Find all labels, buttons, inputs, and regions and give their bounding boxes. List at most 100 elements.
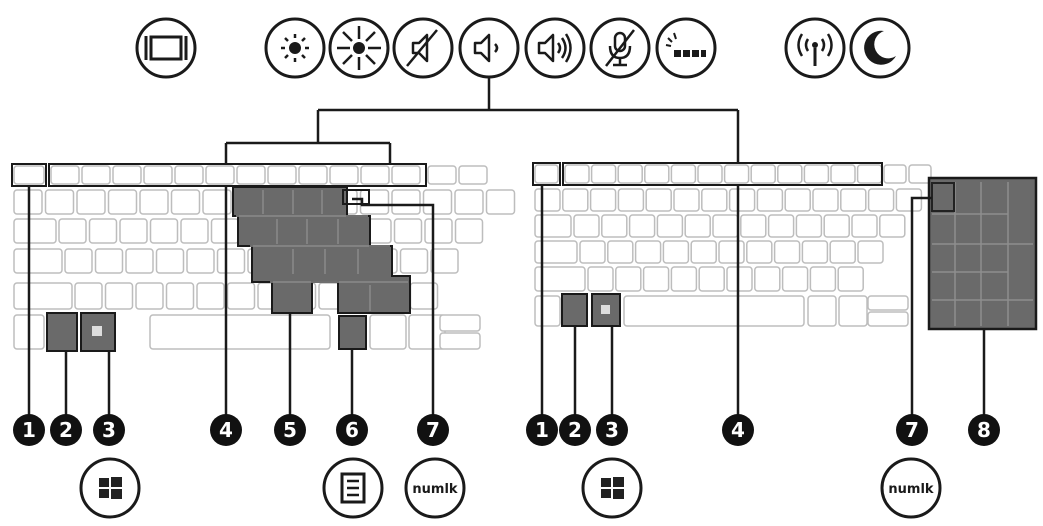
keyboard-key bbox=[534, 266, 586, 292]
windows-logo-icon-right bbox=[581, 457, 643, 519]
keyboard-key bbox=[534, 188, 561, 212]
numlock-label: numlk bbox=[412, 482, 458, 497]
keyboard-key bbox=[236, 165, 266, 185]
keyboard-key bbox=[712, 214, 739, 238]
right-keyboard bbox=[532, 162, 1038, 331]
left-windows-key-group bbox=[46, 312, 116, 352]
keyboard-key bbox=[202, 189, 232, 215]
keyboard-key bbox=[564, 164, 590, 184]
keyboard-key bbox=[391, 189, 421, 215]
keyboard-key bbox=[628, 214, 656, 238]
keyboard-key bbox=[601, 214, 628, 238]
keyboard-key bbox=[829, 240, 856, 264]
callout-label: 1 bbox=[22, 418, 36, 442]
callout-leaders bbox=[27, 185, 986, 415]
keyboard-key bbox=[359, 189, 390, 215]
keyboard-key bbox=[155, 248, 185, 274]
keyboard-key bbox=[684, 214, 711, 238]
keyboard-key bbox=[139, 189, 169, 215]
keyboard-key bbox=[823, 214, 850, 238]
keyboard-key bbox=[196, 282, 225, 310]
callout-label: 8 bbox=[977, 418, 991, 442]
keyboard-key bbox=[393, 218, 423, 244]
callout-label: 3 bbox=[102, 418, 116, 442]
keyboard-key bbox=[408, 314, 446, 350]
keyboard-key bbox=[186, 248, 215, 274]
callout-label: 3 bbox=[605, 418, 619, 442]
keyboard-key bbox=[485, 189, 516, 215]
keyboard-key bbox=[107, 189, 138, 215]
keyboard-key bbox=[534, 240, 578, 264]
keyboard-key bbox=[579, 240, 606, 264]
screen-switch-icon bbox=[135, 17, 197, 79]
keyboard-key bbox=[642, 266, 670, 292]
left-application-key bbox=[338, 315, 367, 350]
volume-down-icon bbox=[458, 17, 520, 79]
keyboard-key bbox=[670, 164, 697, 184]
keyboard-key bbox=[226, 282, 256, 310]
keyboard-key bbox=[422, 189, 453, 215]
callout-label: 7 bbox=[905, 418, 919, 442]
keyboard-key bbox=[867, 311, 909, 327]
keyboard-key bbox=[562, 188, 589, 212]
keyboard-key bbox=[76, 189, 106, 215]
keyboard-key bbox=[615, 266, 642, 292]
keyboard-key bbox=[756, 188, 784, 212]
keyboard-key bbox=[697, 164, 723, 184]
keyboard-key bbox=[149, 314, 331, 350]
keyboard-key bbox=[781, 266, 809, 292]
keyboard-key bbox=[13, 165, 45, 185]
keyboard-key bbox=[534, 164, 559, 184]
keyboard-key bbox=[329, 165, 359, 185]
keyboard-key bbox=[573, 214, 600, 238]
keyboard-key bbox=[837, 266, 864, 292]
keyboard-key bbox=[44, 189, 75, 215]
keyboard-key bbox=[777, 164, 803, 184]
keyboard-key bbox=[427, 165, 457, 185]
keyboard-key bbox=[807, 295, 837, 327]
keyboard-key bbox=[94, 248, 124, 274]
keyboard-key bbox=[74, 282, 103, 310]
callout-7-right: 7 bbox=[896, 414, 928, 446]
callout-4-right: 4 bbox=[722, 414, 754, 446]
left-numlock-key bbox=[342, 189, 370, 205]
action-keys-connector bbox=[224, 78, 740, 165]
keyboard-key bbox=[439, 332, 481, 350]
keyboard-key bbox=[645, 188, 672, 212]
callout-2-right: 2 bbox=[559, 414, 591, 446]
keyboard-key bbox=[205, 165, 235, 185]
keyboard-key bbox=[149, 218, 179, 244]
keyboard-key bbox=[740, 214, 767, 238]
keyboard-key bbox=[424, 218, 453, 244]
right-windows-key-group bbox=[561, 293, 621, 327]
keyboard-key bbox=[746, 240, 773, 264]
keyboard-key bbox=[784, 188, 811, 212]
keyboard-backlight-icon bbox=[655, 17, 717, 79]
keyboard-key bbox=[750, 164, 776, 184]
keyboard-key bbox=[458, 165, 488, 185]
keyboard-key bbox=[644, 164, 670, 184]
sleep-icon bbox=[849, 17, 911, 79]
keyboard-key bbox=[809, 266, 837, 292]
callout-label: 4 bbox=[731, 418, 745, 442]
callout-label: 2 bbox=[568, 418, 582, 442]
keyboard-key bbox=[439, 314, 481, 332]
keyboard-key bbox=[701, 188, 728, 212]
keyboard-key bbox=[180, 218, 209, 244]
callout-label: 7 bbox=[426, 418, 440, 442]
keyboard-key bbox=[369, 314, 407, 350]
keyboard-key bbox=[767, 214, 795, 238]
callout-label: 5 bbox=[283, 418, 297, 442]
keyboard-key bbox=[726, 266, 753, 292]
keyboard-key bbox=[50, 165, 80, 185]
keyboard-key bbox=[812, 188, 839, 212]
keyboard-key bbox=[391, 165, 421, 185]
keyboard-key bbox=[840, 188, 867, 212]
callout-label: 1 bbox=[535, 418, 549, 442]
keyboard-key bbox=[135, 282, 164, 310]
left-keyboard bbox=[11, 163, 516, 352]
callout-label: 2 bbox=[59, 418, 73, 442]
keyboard-key bbox=[908, 164, 932, 184]
keyboard-key bbox=[617, 188, 645, 212]
